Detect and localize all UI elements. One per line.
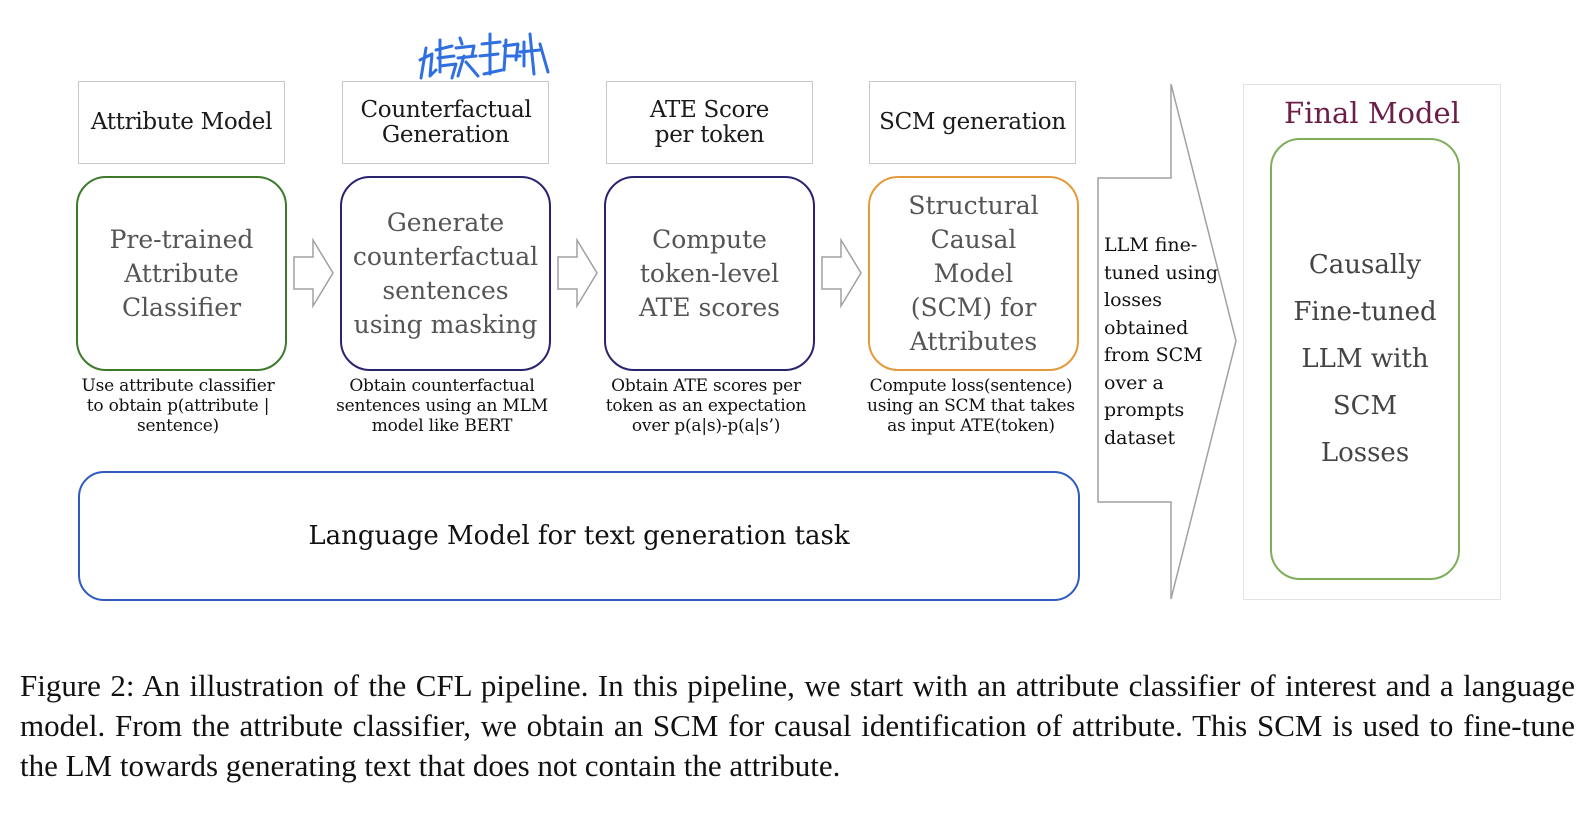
- final-model-title: Final Model: [1283, 96, 1460, 130]
- big-arrow-label: LLM fine-tuned using losses obtained fro…: [1104, 234, 1219, 449]
- stage-counterfactual: Generate counterfactual sentences using …: [340, 176, 551, 371]
- stage-scm: Structural Causal Model (SCM) for Attrib…: [868, 176, 1079, 371]
- right-arrow-icon: [557, 237, 598, 309]
- desc-counterfactual: Obtain counterfactual sentences using an…: [336, 376, 548, 436]
- figure-caption: Figure 2: An illustration of the CFL pip…: [20, 668, 1575, 783]
- final-box-line: Fine-tuned: [1293, 296, 1437, 327]
- header-scm-generation: SCM generation: [869, 81, 1076, 164]
- final-box-line: LLM with: [1301, 343, 1429, 374]
- header-attribute-model: Attribute Model: [78, 81, 285, 164]
- desc-ate: Obtain ATE scores per token as an expect…: [605, 376, 807, 436]
- desc-attribute-classifier: Use attribute classifier to obtain p(att…: [81, 376, 275, 436]
- right-arrow-icon: [821, 237, 862, 309]
- header-ate-score: ATE Score per token: [606, 81, 813, 164]
- final-box-line: Losses: [1320, 437, 1410, 468]
- big-chevron-arrow: [1097, 83, 1237, 600]
- stage-pretrained-classifier: Pre-trained Attribute Classifier: [76, 176, 287, 371]
- language-model-box: Language Model for text generation task: [78, 471, 1080, 601]
- final-model-box: Causally Fine-tuned LLM with SCM Losses: [1270, 138, 1460, 580]
- header-counterfactual-generation: Counterfactual Generation: [342, 81, 549, 164]
- right-arrow-icon: [293, 237, 334, 309]
- final-box-line: SCM: [1332, 390, 1398, 421]
- handwritten-annotation: [418, 32, 550, 80]
- block-arrows: [293, 237, 862, 309]
- desc-scm: Compute loss(sentence) using an SCM that…: [867, 376, 1075, 436]
- stage-ate-scores: Compute token-level ATE scores: [604, 176, 815, 371]
- final-box-line: Causally: [1308, 249, 1422, 280]
